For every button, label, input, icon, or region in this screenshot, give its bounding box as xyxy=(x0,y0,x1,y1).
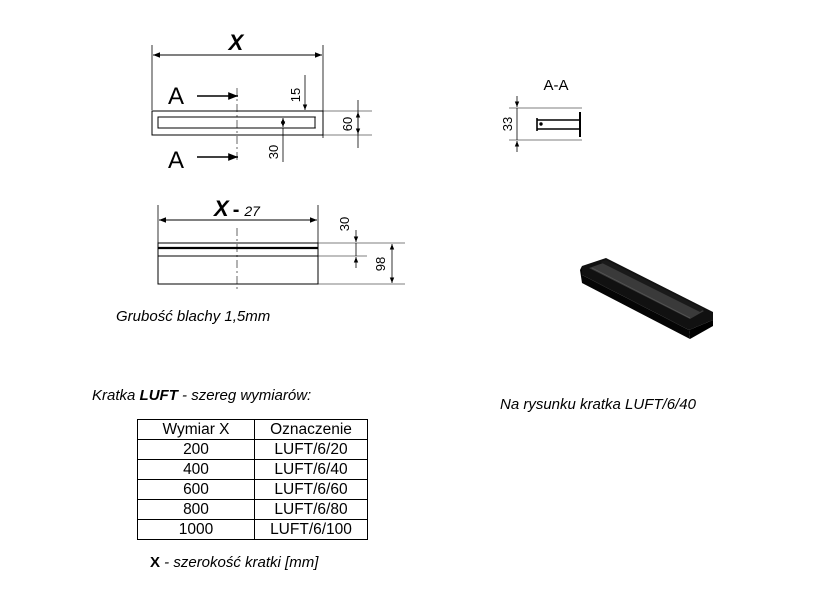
top-view xyxy=(151,45,372,162)
cell-width: 600 xyxy=(137,479,255,500)
cell-designation: LUFT/6/40 xyxy=(254,459,368,480)
header-designation: Oznaczenie xyxy=(254,419,368,440)
series-caption: Kratka LUFT - szereg wymiarów: xyxy=(92,387,312,404)
front-width-label: X-27 xyxy=(212,196,261,221)
table-header-row: Wymiar X Oznaczenie xyxy=(137,419,368,440)
cell-width: 400 xyxy=(137,459,255,480)
section-label-bottom: A xyxy=(168,147,184,174)
dim-front-30-label: 30 xyxy=(337,217,352,231)
cell-designation: LUFT/6/20 xyxy=(254,439,368,460)
picture-caption: Na rysunku kratka LUFT/6/40 xyxy=(500,396,696,413)
section-title: A-A xyxy=(543,77,568,94)
top-width-label: X xyxy=(227,30,245,55)
header-width: Wymiar X xyxy=(137,419,255,440)
cell-designation: LUFT/6/80 xyxy=(254,499,368,520)
top-slot xyxy=(157,116,316,129)
cell-width: 200 xyxy=(137,439,255,460)
top-plate xyxy=(151,110,324,136)
dim-98-label: 98 xyxy=(373,257,388,271)
cell-width: 800 xyxy=(137,499,255,520)
cell-designation: LUFT/6/100 xyxy=(254,519,368,540)
dim-15-label: 15 xyxy=(288,88,303,102)
dim-30-label: 30 xyxy=(266,145,281,159)
cell-designation: LUFT/6/60 xyxy=(254,479,368,500)
dim-33-label: 33 xyxy=(500,117,515,131)
grille-3d-illustration xyxy=(580,258,713,339)
footnote: X - szerokość kratki [mm] xyxy=(150,554,319,571)
section-view xyxy=(509,96,582,152)
front-body xyxy=(157,242,319,285)
section-label-top: A xyxy=(168,83,184,110)
front-view xyxy=(157,205,405,292)
sheet-thickness-caption: Grubość blachy 1,5mm xyxy=(116,308,271,325)
cell-width: 1000 xyxy=(137,519,255,540)
dim-60-label: 60 xyxy=(340,117,355,131)
